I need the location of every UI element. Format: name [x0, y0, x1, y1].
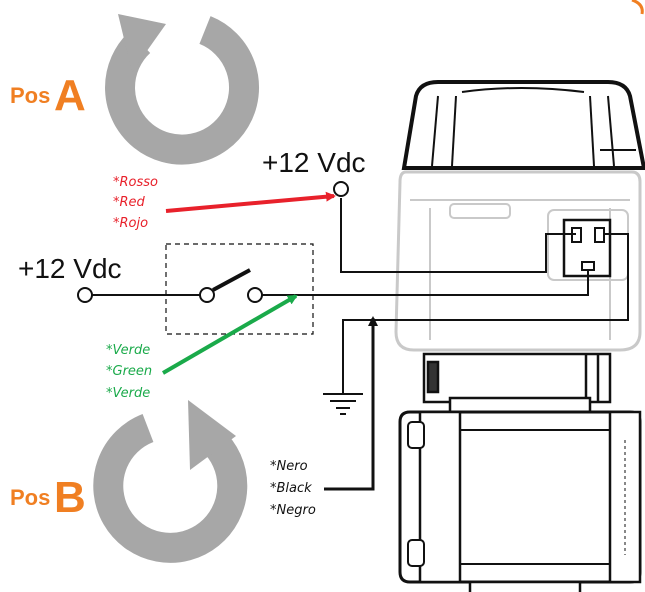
switch-contact-a	[199, 287, 215, 303]
svg-text:*Rojo: *Rojo	[113, 216, 148, 231]
supply-top-label: +12 Vdc	[262, 147, 366, 178]
mounting-collar	[422, 352, 612, 404]
svg-text:*Green: *Green	[106, 364, 152, 379]
supply-left-label: +12 Vdc	[18, 253, 122, 284]
pos-a-prefix: Pos	[10, 83, 50, 108]
svg-text:*Verde: *Verde	[106, 386, 150, 401]
rotation-arrow-b-icon	[93, 400, 248, 563]
pos-b-letter: B	[54, 473, 86, 522]
red-wire-label: *Rosso *Red *Rojo	[113, 175, 158, 231]
svg-text:*Black: *Black	[270, 481, 312, 496]
svg-text:*Red: *Red	[113, 195, 146, 210]
switch-contact-b	[247, 287, 263, 303]
black-wire-arrow	[324, 316, 378, 491]
green-wire-label: *Verde *Green *Verde	[106, 343, 152, 401]
terminal-block	[562, 218, 612, 278]
wiring	[92, 198, 629, 386]
red-wire-arrow	[165, 191, 336, 213]
black-wire-label: *Nero *Black *Negro	[270, 459, 316, 518]
svg-text:*Verde: *Verde	[106, 343, 150, 358]
ground-icon	[323, 386, 363, 415]
green-wire-arrow	[161, 294, 298, 375]
terminal-top-supply	[333, 181, 349, 197]
terminal-left-supply	[77, 287, 93, 303]
corner-mark	[631, 0, 644, 15]
svg-text:*Negro: *Negro	[270, 503, 316, 518]
rotation-arrow-a-icon	[105, 14, 259, 165]
svg-text:*Nero: *Nero	[270, 459, 308, 474]
valve-body	[398, 396, 642, 592]
svg-text:*Rosso: *Rosso	[113, 175, 158, 190]
actuator-cover	[401, 80, 645, 170]
switch-box	[165, 243, 314, 335]
pos-a-letter: A	[54, 71, 86, 120]
pos-b-prefix: Pos	[10, 485, 50, 510]
